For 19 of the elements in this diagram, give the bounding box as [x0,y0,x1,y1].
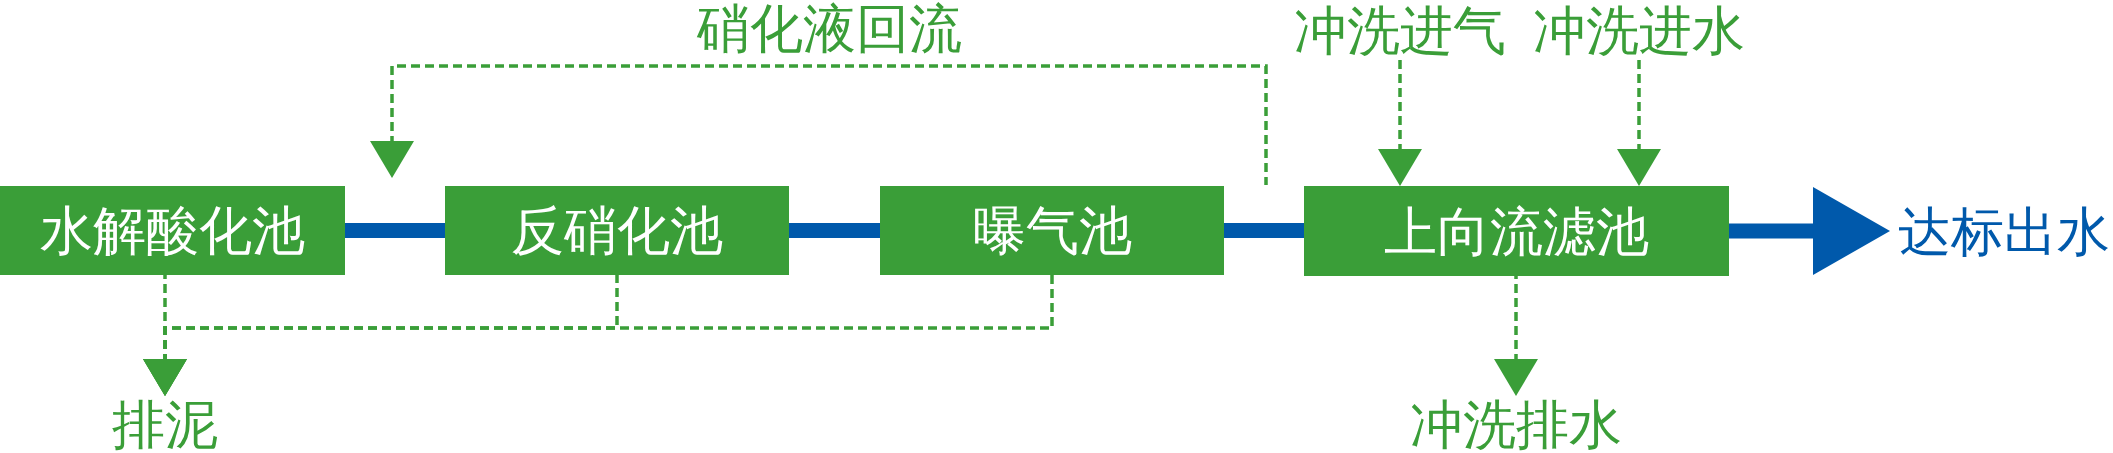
process-box: 水解酸化池 [0,186,345,275]
stream-label: 冲洗排水 [1409,396,1623,452]
process-box: 曝气池 [880,186,1224,275]
edge-label: 硝化液回流 [696,0,963,56]
dashed-arrow [143,275,1054,396]
dashed-arrow [1378,60,1422,186]
pipe-line [789,223,880,238]
stream-label: 达标出水 [1890,201,2112,261]
dashed-arrow [1617,60,1661,186]
pipe-line [345,223,445,238]
stream-label: 排泥 [112,396,218,452]
flow-arrow [1729,187,1890,275]
process-box: 反硝化池 [445,186,789,275]
dashed-arrow [370,64,1268,185]
pipe-line [1224,223,1304,238]
stream-label: 冲洗进水 [1532,0,1746,60]
dashed-arrow [1494,276,1538,396]
process-box: 上向流滤池 [1304,186,1729,276]
stream-label: 冲洗进气 [1293,0,1507,60]
